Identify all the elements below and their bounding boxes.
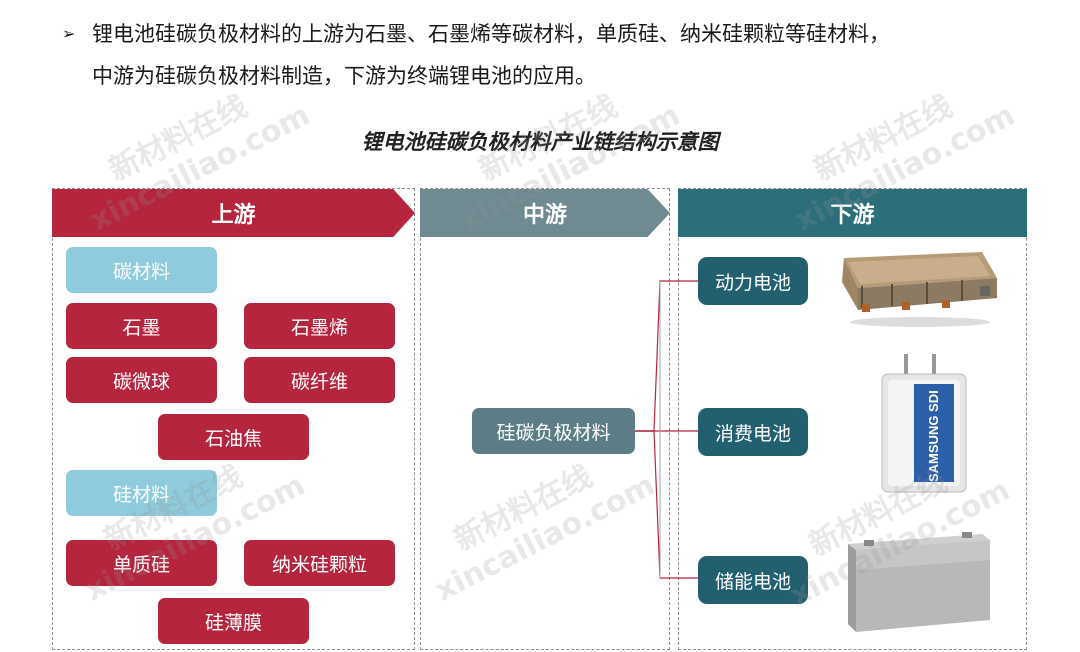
- midstream-header: 中游: [420, 189, 670, 237]
- carbon-category-box: 碳材料: [66, 247, 217, 293]
- samsung-sdi-label: SAMSUNG SDI: [926, 390, 941, 482]
- material-carbon-microsphere: 碳微球: [66, 357, 217, 403]
- material-elemental-silicon: 单质硅: [66, 540, 217, 586]
- application-consumer-battery: 消费电池: [698, 408, 808, 456]
- material-graphene: 石墨烯: [244, 303, 395, 349]
- upstream-header: 上游: [52, 189, 415, 237]
- downstream-header-label: 下游: [830, 203, 875, 228]
- midstream-panel: [420, 188, 670, 650]
- downstream-panel: [678, 188, 1027, 650]
- material-petroleum-coke: 石油焦: [158, 414, 309, 460]
- application-storage-battery: 储能电池: [698, 556, 808, 604]
- power-battery-pack-image: [842, 252, 997, 327]
- midstream-item-si-c-anode: 硅碳负极材料: [472, 408, 635, 454]
- diagram-title: 锂电池硅碳负极材料产业链结构示意图: [361, 130, 719, 154]
- upstream-panel: [52, 188, 415, 650]
- material-nano-silicon: 纳米硅颗粒: [244, 540, 395, 586]
- material-graphite: 石墨: [66, 303, 217, 349]
- application-power-battery: 动力电池: [698, 257, 808, 305]
- bullet-arrow-icon: ➢: [62, 24, 76, 43]
- storage-battery-cell-image: [848, 532, 990, 632]
- intro-line-1: 锂电池硅碳负极材料的上游为石墨、石墨烯等碳材料，单质硅、纳米硅颗粒等硅材料，: [92, 22, 890, 46]
- intro-line-2: 中游为硅碳负极材料制造，下游为终端锂电池的应用。: [92, 64, 596, 88]
- material-silicon-film: 硅薄膜: [158, 598, 309, 644]
- midstream-header-label: 中游: [522, 203, 567, 228]
- consumer-battery-cell-image: SAMSUNG SDI: [881, 354, 967, 493]
- silicon-category-box: 硅材料: [66, 470, 217, 516]
- downstream-header: 下游: [678, 189, 1027, 237]
- upstream-header-label: 上游: [211, 203, 256, 228]
- connector-mid-to-power: [635, 280, 698, 432]
- material-carbon-fiber: 碳纤维: [244, 357, 395, 403]
- connector-mid-to-storage: [635, 430, 698, 579]
